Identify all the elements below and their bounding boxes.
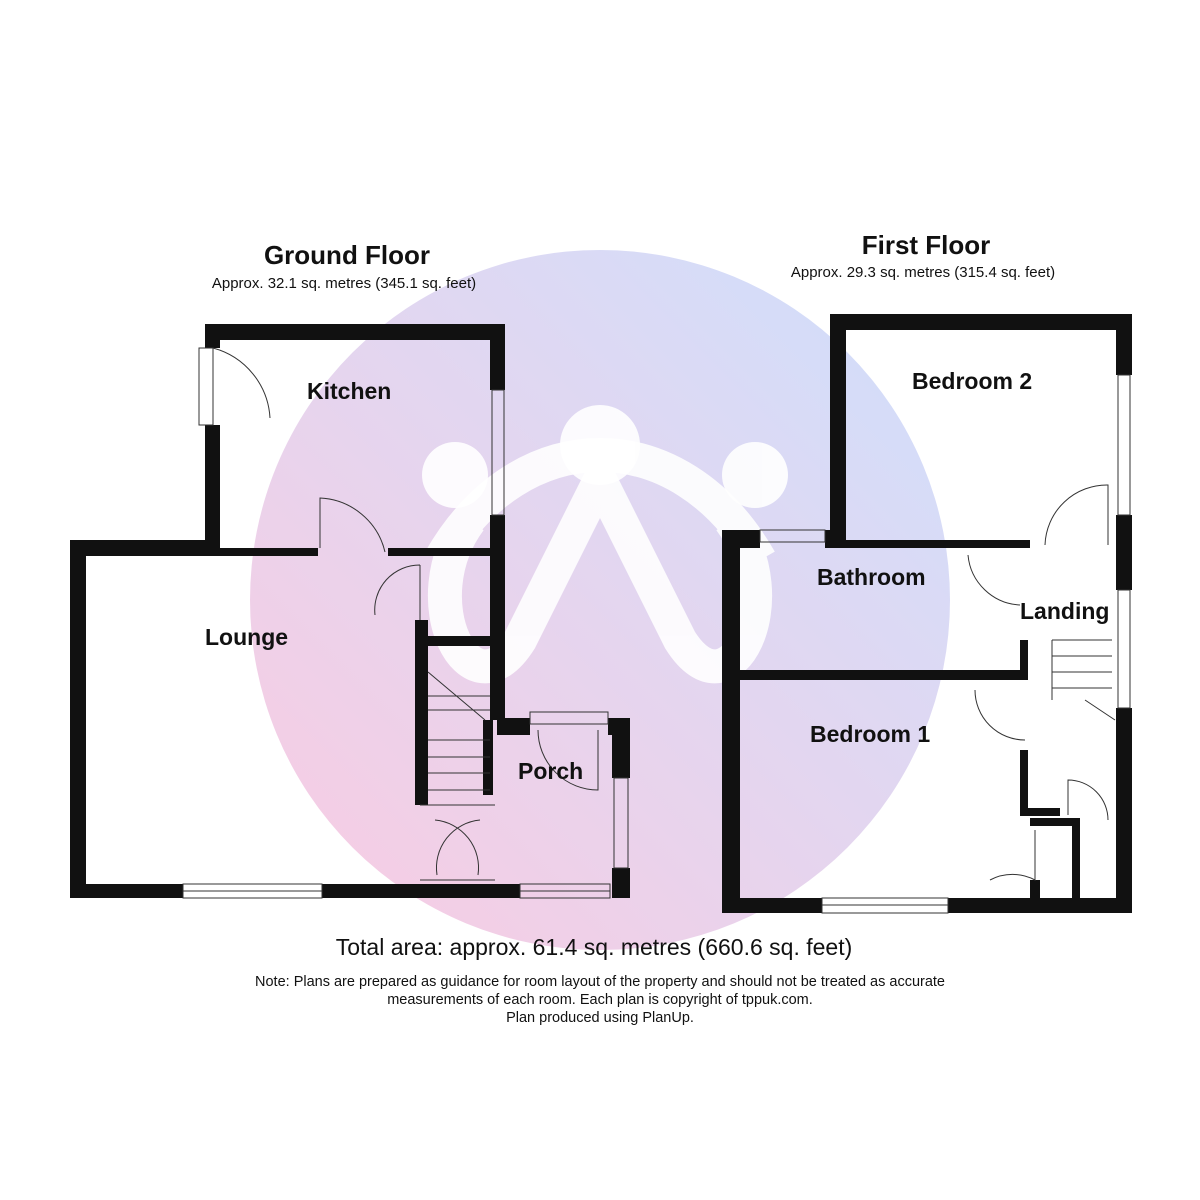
room-label-kitchen: Kitchen	[307, 378, 392, 404]
room-label-bedroom-1: Bedroom 1	[810, 721, 931, 747]
disclaimer-note: Note: Plans are prepared as guidance for…	[255, 973, 945, 1027]
ground-floor-title: Ground Floor	[263, 240, 431, 270]
ground-floor-walls	[70, 324, 630, 898]
first-floor-fixtures	[759, 374, 1131, 914]
total-area: Total area: approx. 61.4 sq. metres (660…	[335, 934, 853, 960]
first-floor-title: First Floor	[861, 230, 991, 260]
note-line-3: Plan produced using PlanUp.	[506, 1010, 694, 1026]
room-label-bedroom-2: Bedroom 2	[912, 368, 1033, 394]
ground-floor-fixtures	[182, 347, 629, 899]
first-floor-area: Approx. 29.3 sq. metres (315.4 sq. feet)	[790, 264, 1056, 281]
room-label-landing: Landing	[1020, 598, 1110, 624]
note-line-1: Note: Plans are prepared as guidance for…	[255, 974, 945, 990]
note-line-2: measurements of each room. Each plan is …	[387, 992, 813, 1008]
room-label-lounge: Lounge	[205, 624, 289, 650]
room-label-porch: Porch	[518, 758, 584, 784]
room-label-bathroom: Bathroom	[817, 564, 926, 590]
first-floor-walls	[722, 314, 1132, 913]
ground-floor-area: Approx. 32.1 sq. metres (345.1 sq. feet)	[211, 275, 477, 292]
